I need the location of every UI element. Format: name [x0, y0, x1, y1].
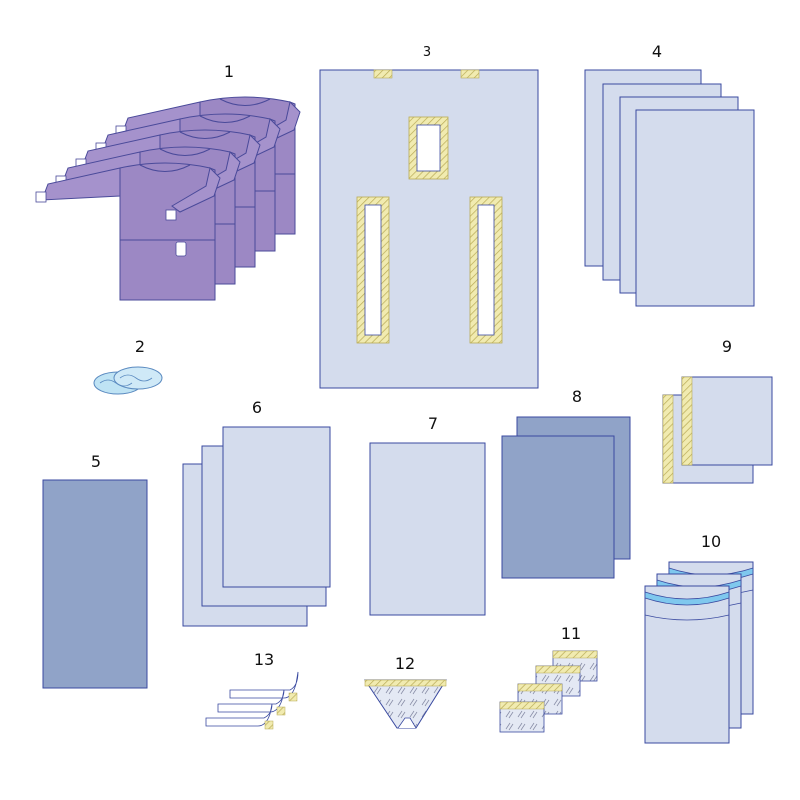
item-7-number: 7 [427, 414, 439, 433]
drape-icon [42, 479, 148, 689]
item-3-fenestrated-drape [319, 69, 539, 389]
item-5-drape [42, 479, 148, 689]
item-11-number: 11 [560, 624, 582, 643]
item-11-adhesive-pouches [499, 650, 598, 733]
item-6-drapes [182, 426, 331, 627]
stacked-drapes-icon [584, 69, 755, 307]
item-3-number: 3 [422, 45, 432, 60]
stacked-drapes-icon [182, 426, 331, 627]
item-8-drapes [501, 416, 631, 579]
item-5-number: 5 [90, 452, 102, 471]
item-12-fluid-pouch [364, 679, 447, 729]
item-7-drape [369, 442, 486, 616]
item-10-number: 10 [700, 532, 722, 551]
adhesive-pouch-icon [499, 650, 598, 733]
item-1-gowns [35, 96, 301, 301]
item-9-adhesive-drapes [662, 376, 773, 484]
gown-icon [35, 96, 301, 301]
adhesive-tape-icon [205, 671, 299, 730]
item-9-number: 9 [721, 337, 733, 356]
fluid-pouch-icon [364, 679, 447, 729]
item-2-shoe-covers [93, 366, 163, 395]
item-1-number: 1 [223, 62, 235, 81]
item-13-adhesive-tapes [205, 671, 299, 730]
item-13-number: 13 [253, 650, 275, 669]
drape-with-fenestrations-icon [319, 69, 539, 389]
adhesive-drape-icon [662, 376, 773, 484]
drape-icon [369, 442, 486, 616]
item-4-number: 4 [651, 42, 663, 61]
item-8-number: 8 [571, 387, 583, 406]
instrument-pocket-icon [644, 561, 754, 744]
stacked-drapes-icon [501, 416, 631, 579]
item-12-number: 12 [394, 654, 416, 673]
shoe-cover-icon [93, 366, 163, 395]
item-10-instrument-pockets [644, 561, 754, 744]
item-2-number: 2 [134, 337, 146, 356]
item-6-number: 6 [251, 398, 263, 417]
item-4-drapes [584, 69, 755, 307]
